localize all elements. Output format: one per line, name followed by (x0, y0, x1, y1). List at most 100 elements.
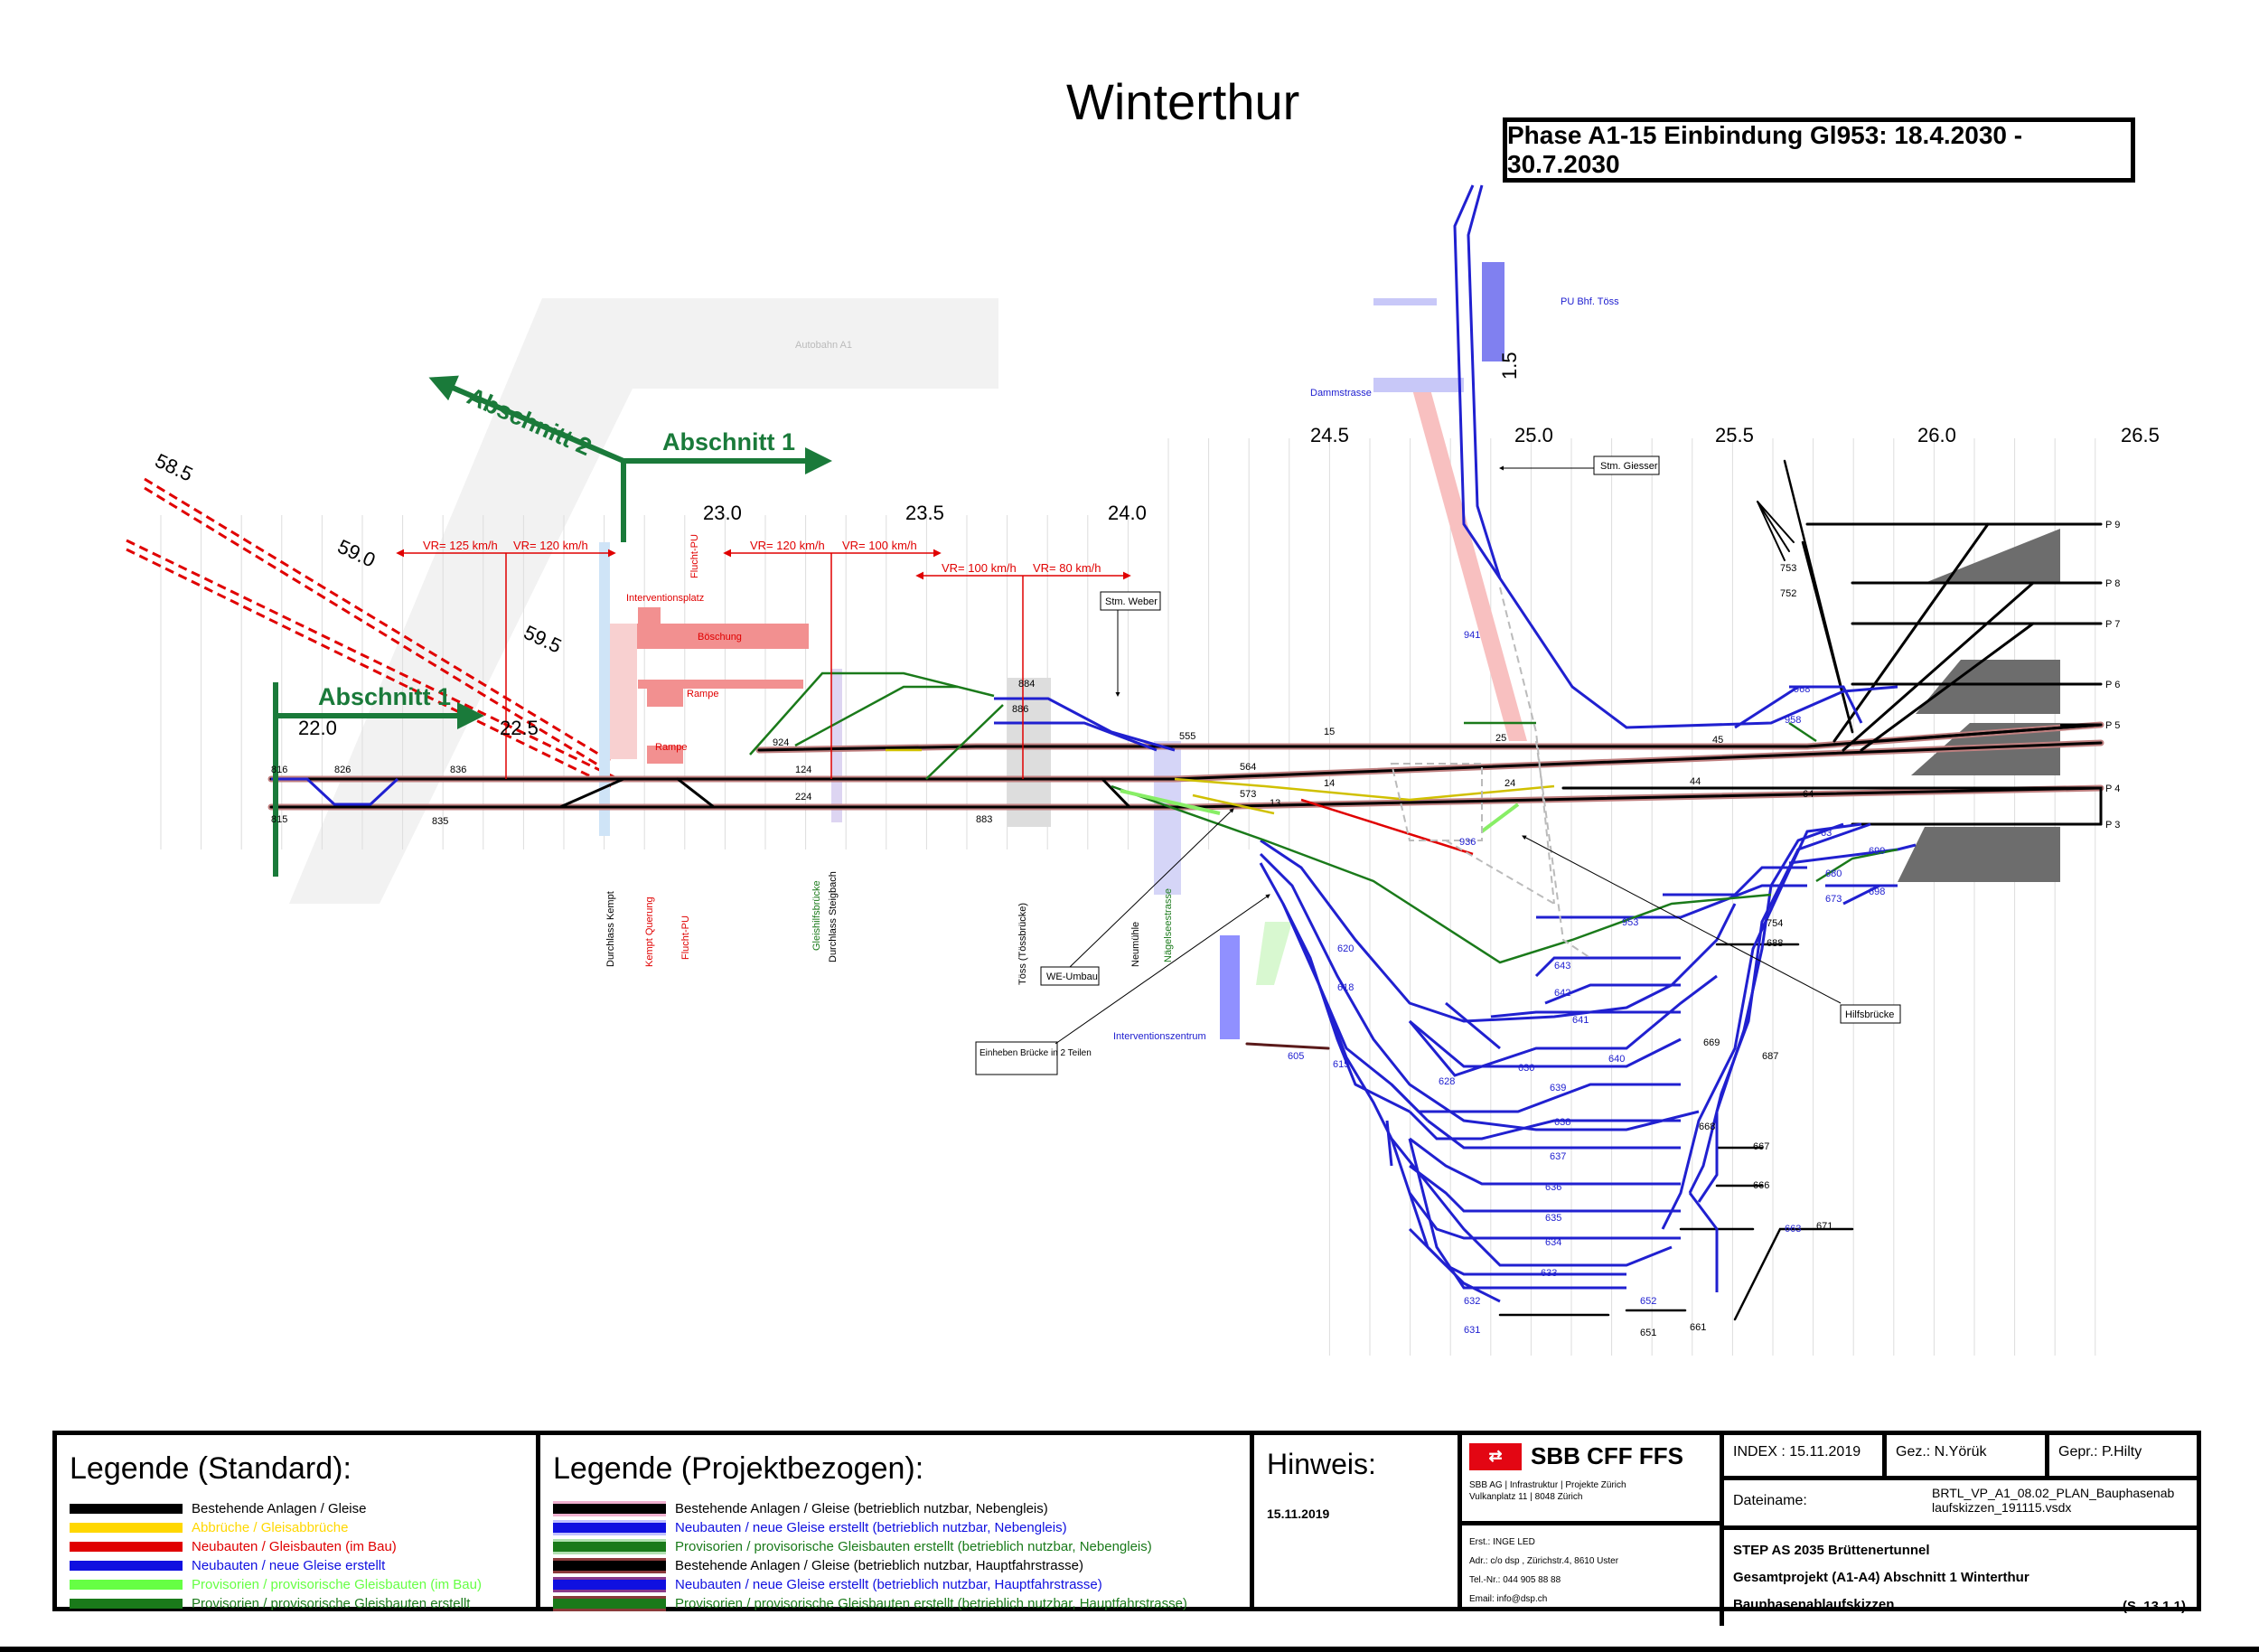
section-a1-top-label: Abschnitt 1 (662, 428, 795, 455)
track-number: 667 (1753, 1141, 1769, 1152)
km-595: 59.5 (520, 621, 565, 658)
legend-swatch (70, 1523, 183, 1533)
autobahn-label: Autobahn A1 (795, 340, 852, 351)
legend-swatch (70, 1561, 183, 1571)
km-235: 23.5 (905, 502, 944, 524)
legend-label: Neubauten / neue Gleise erstellt (betrie… (675, 1577, 1102, 1592)
track-number: 941 (1464, 630, 1480, 641)
speed-limits (396, 549, 1131, 779)
track-number: 605 (1288, 1051, 1304, 1062)
vr-label-1: VR= 125 km/h (423, 539, 498, 552)
track-number: 634 (1545, 1237, 1561, 1248)
legend-swatch (70, 1580, 183, 1590)
legend-row: Neubauten / Gleisbauten (im Bau) (70, 1537, 523, 1556)
legend-label: Bestehende Anlagen / Gleise (betrieblich… (675, 1501, 1048, 1516)
track-number: 13 (1270, 798, 1280, 809)
track-number: 124 (795, 765, 811, 775)
legend-row: Provisorien / provisorische Gleisbauten … (70, 1594, 523, 1613)
track-number: 884 (1018, 679, 1035, 690)
track-number: 618 (1337, 982, 1354, 993)
track-number: 753 (1780, 563, 1796, 574)
vlabel-naegelsee: Nägelseestrasse (1163, 888, 1174, 962)
legend-label: Provisorien / provisorische Gleisbauten … (675, 1539, 1152, 1554)
dateiname-label: Dateiname: (1733, 1493, 1807, 1508)
legend-row: Neubauten / neue Gleise erstellt (betrie… (553, 1518, 1237, 1537)
track-number: 688 (1767, 938, 1783, 949)
track-number: 224 (795, 792, 811, 803)
gepr-cell: Gepr.: P.Hilty (2058, 1444, 2142, 1460)
track-number: 564 (1240, 762, 1256, 773)
legend-swatch (70, 1504, 183, 1514)
km-225: 22.5 (500, 717, 539, 739)
email: Email: info@dsp.ch (1469, 1594, 1548, 1604)
provisional-tracks-green (749, 671, 1898, 964)
legend-row: Bestehende Anlagen / Gleise (betrieblich… (553, 1499, 1237, 1518)
track-number: 555 (1179, 731, 1195, 742)
km-265: 26.5 (2121, 424, 2160, 446)
page-title: Winterthur (1066, 73, 1300, 130)
track-number: 637 (1550, 1151, 1566, 1162)
sbb-logo-icon: ⇄ (1469, 1442, 1522, 1470)
track-number: 680 (1825, 868, 1842, 879)
track-number: 642 (1554, 988, 1570, 999)
legend-row: Bestehende Anlagen / Gleise (70, 1499, 523, 1518)
project-line-2: Gesamtprojekt (A1-A4) Abschnitt 1 Winter… (1733, 1570, 2029, 1585)
legend-label: Neubauten / neue Gleise erstellt (betrie… (675, 1520, 1067, 1535)
track-number: 752 (1780, 588, 1796, 599)
vr-label-6: VR= 80 km/h (1033, 561, 1101, 575)
track-number: 815 (271, 814, 287, 825)
track-number: 633 (1541, 1268, 1557, 1279)
legend-project-heading: Legende (Projektbezogen): (553, 1451, 924, 1486)
track-number: 620 (1337, 943, 1354, 954)
legend-row: Bestehende Anlagen / Gleise (betrieblich… (553, 1556, 1237, 1575)
track-number: 652 (1640, 1296, 1656, 1307)
km-245: 24.5 (1310, 424, 1349, 446)
legend-project: Legende (Projektbezogen): Bestehende Anl… (540, 1435, 1254, 1611)
tel: Tel.-Nr.: 044 905 88 88 (1469, 1575, 1561, 1585)
hint-date: 15.11.2019 (1267, 1507, 1330, 1521)
legend-row: Abbrüche / Gleisabbrüche (70, 1518, 523, 1537)
track-number: 936 (1459, 837, 1476, 848)
track-number: 666 (1753, 1180, 1769, 1191)
autobahn-band: Autobahn A1 (289, 298, 998, 904)
platform-label: P 6 (2105, 680, 2120, 690)
track-number: 886 (1012, 704, 1028, 715)
track-number: 661 (1690, 1322, 1706, 1333)
track-number: 754 (1767, 918, 1783, 929)
callouts: Stm. Weber Stm. Giesser WE-Umbau Einhebe… (975, 455, 1901, 1075)
legend-label: Bestehende Anlagen / Gleise (betrieblich… (675, 1558, 1083, 1573)
dateiname-value: BRTL_VP_A1_08.02_PLAN_Bauphasenab laufsk… (1932, 1486, 2175, 1515)
platform-label: P 9 (2105, 520, 2120, 530)
gez-cell: Gez.: N.Yörük (1887, 1435, 2049, 1476)
section-arrows (273, 375, 832, 877)
legend-swatch (553, 1580, 666, 1590)
track-number: 836 (450, 765, 466, 775)
section-a1-left-label: Abschnitt 1 (318, 683, 451, 710)
legend-swatch (553, 1561, 666, 1571)
org-line-2: Vulkanplatz 11 | 8048 Zürich (1469, 1492, 1583, 1502)
legend-swatch (553, 1599, 666, 1609)
track-number: 636 (1545, 1182, 1561, 1193)
track-number: 632 (1464, 1296, 1480, 1307)
track-number: 673 (1825, 894, 1842, 905)
fluchtpu-top-label: Flucht-PU (689, 534, 700, 578)
km-260: 26.0 (1917, 424, 1956, 446)
legend-label: Provisorien / provisorische Gleisbauten … (675, 1596, 1187, 1611)
km-250: 25.0 (1514, 424, 1553, 446)
track-number: 826 (334, 765, 351, 775)
legend-label: Neubauten / neue Gleise erstellt (192, 1558, 386, 1573)
title-block: ⇄ SBB CFF FFS SBB AG | Infrastruktur | P… (1462, 1435, 2197, 1626)
vr-label-2: VR= 120 km/h (513, 539, 588, 552)
legend-standard-heading: Legende (Standard): (70, 1451, 352, 1486)
track-number: 628 (1439, 1076, 1455, 1087)
vr-label-4: VR= 100 km/h (842, 539, 917, 552)
legend-row: Neubauten / neue Gleise erstellt (70, 1556, 523, 1575)
vlabel-durchlass-kempt: Durchlass Kempt (605, 891, 616, 967)
adr: Adr.: c/o dsp , Zürichstr.4, 8610 Uster (1469, 1556, 1619, 1566)
legend-row: Neubauten / neue Gleise erstellt (betrie… (553, 1575, 1237, 1594)
km-220: 22.0 (298, 717, 337, 739)
track-number: 641 (1572, 1015, 1589, 1026)
legend-swatch (70, 1599, 183, 1609)
